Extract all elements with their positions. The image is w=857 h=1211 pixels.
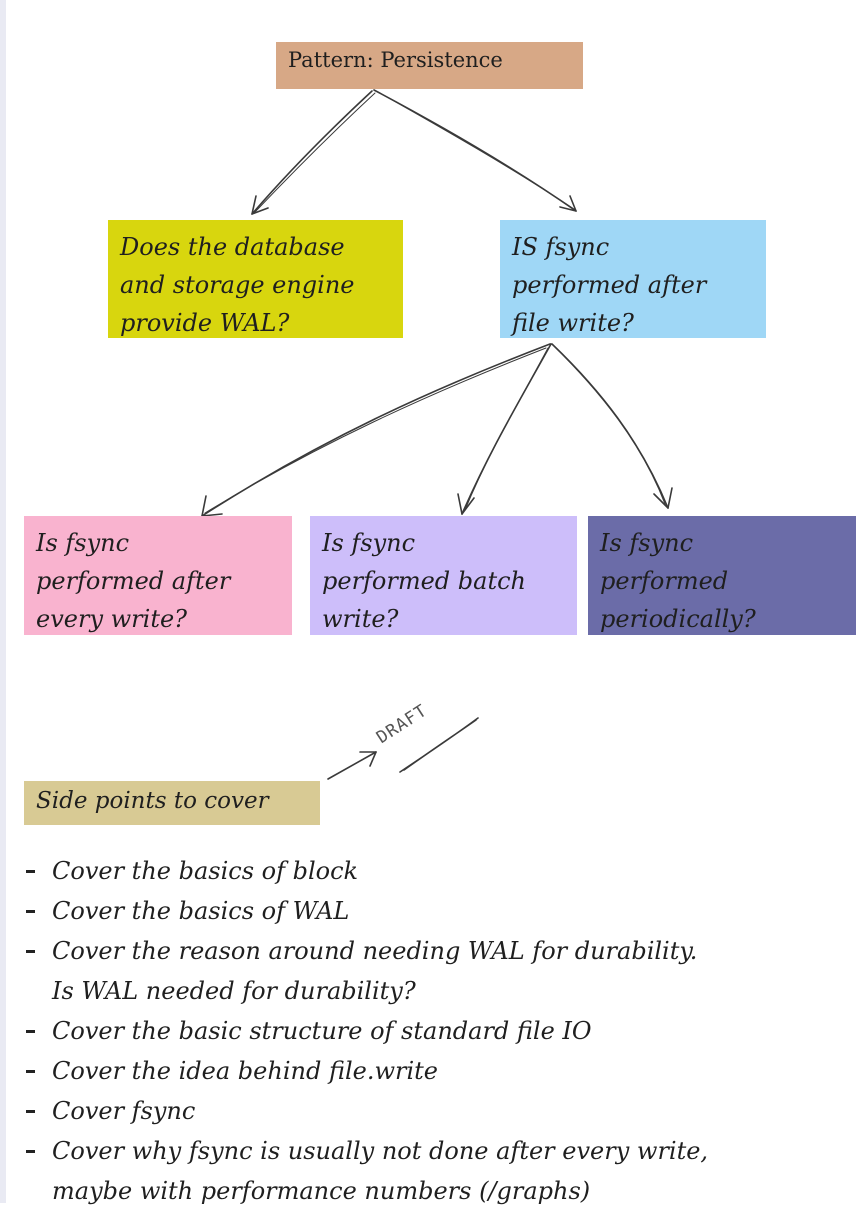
arrow-fsync-to-periodic bbox=[551, 343, 669, 509]
left-edge-strip bbox=[0, 0, 6, 1203]
arrowhead-periodic bbox=[653, 487, 673, 509]
arrowhead-wal bbox=[251, 195, 269, 215]
node-fsync-periodically: Is fsync performed periodically? bbox=[588, 516, 856, 635]
node-line: IS fsync bbox=[512, 233, 610, 261]
arrowhead-fsync bbox=[559, 195, 577, 212]
root-node-label: Pattern: Persistence bbox=[288, 48, 503, 72]
list-item: Cover fsync bbox=[22, 1091, 842, 1131]
node-fsync-every-write: Is fsync performed after every write? bbox=[24, 516, 292, 635]
list-item-text: Cover the idea behind file.write bbox=[52, 1057, 438, 1085]
list-item-text: Cover the basic structure of standard fi… bbox=[52, 1017, 592, 1045]
arrow-root-to-fsync bbox=[373, 89, 577, 212]
list-item: Cover the basics of WAL bbox=[22, 891, 842, 931]
node-line: write? bbox=[322, 605, 399, 633]
node-line: and storage engine bbox=[120, 271, 355, 299]
arrowhead-every bbox=[201, 495, 223, 517]
node-fsync-question: IS fsync performed after file write? bbox=[500, 220, 766, 338]
list-item-text-continued: maybe with performance numbers (/graphs) bbox=[52, 1177, 591, 1205]
list-item-text: Cover the reason around needing WAL for … bbox=[52, 937, 698, 965]
node-line: provide WAL? bbox=[120, 309, 290, 337]
draft-arrow bbox=[327, 751, 377, 780]
list-item-text: Cover why fsync is usually not done afte… bbox=[52, 1137, 709, 1165]
node-line: Is fsync bbox=[322, 529, 416, 557]
list-item: Cover the idea behind file.write bbox=[22, 1051, 842, 1091]
draft-arrowhead bbox=[359, 751, 377, 767]
node-line: file write? bbox=[512, 309, 634, 337]
list-item: Cover the basics of block bbox=[22, 851, 842, 891]
arrowhead-batch bbox=[457, 493, 475, 515]
list-item-text: Cover the basics of WAL bbox=[52, 897, 350, 925]
node-line: Is fsync bbox=[36, 529, 130, 557]
node-line: every write? bbox=[36, 605, 188, 633]
node-line: periodically? bbox=[600, 605, 756, 633]
node-line: Does the database bbox=[120, 233, 345, 261]
list-item: Cover the reason around needing WAL for … bbox=[22, 931, 842, 1011]
list-item: Cover the basic structure of standard fi… bbox=[22, 1011, 842, 1051]
node-fsync-batch-write: Is fsync performed batch write? bbox=[310, 516, 577, 635]
side-points-list: Cover the basics of block Cover the basi… bbox=[22, 851, 842, 1211]
arrow-fsync-to-every bbox=[201, 343, 551, 517]
node-line: Is fsync bbox=[600, 529, 694, 557]
node-line: performed after bbox=[36, 567, 231, 595]
list-item-text: Cover fsync bbox=[52, 1097, 196, 1125]
node-line: performed batch bbox=[322, 567, 527, 595]
list-item-text-continued: Is WAL needed for durability? bbox=[52, 977, 416, 1005]
side-points-heading: Side points to cover bbox=[24, 781, 320, 825]
arrow-root-to-wal bbox=[251, 90, 373, 215]
list-item-text: Cover the basics of block bbox=[52, 857, 359, 885]
side-points-title: Side points to cover bbox=[36, 788, 269, 814]
node-wal-question: Does the database and storage engine pro… bbox=[108, 220, 403, 338]
root-node-pattern-persistence: Pattern: Persistence bbox=[276, 42, 583, 89]
node-line: performed after bbox=[512, 271, 707, 299]
draft-underline bbox=[399, 717, 479, 773]
arrow-fsync-to-batch bbox=[461, 343, 552, 515]
list-item: Cover why fsync is usually not done afte… bbox=[22, 1131, 842, 1211]
node-line: performed bbox=[600, 567, 729, 595]
